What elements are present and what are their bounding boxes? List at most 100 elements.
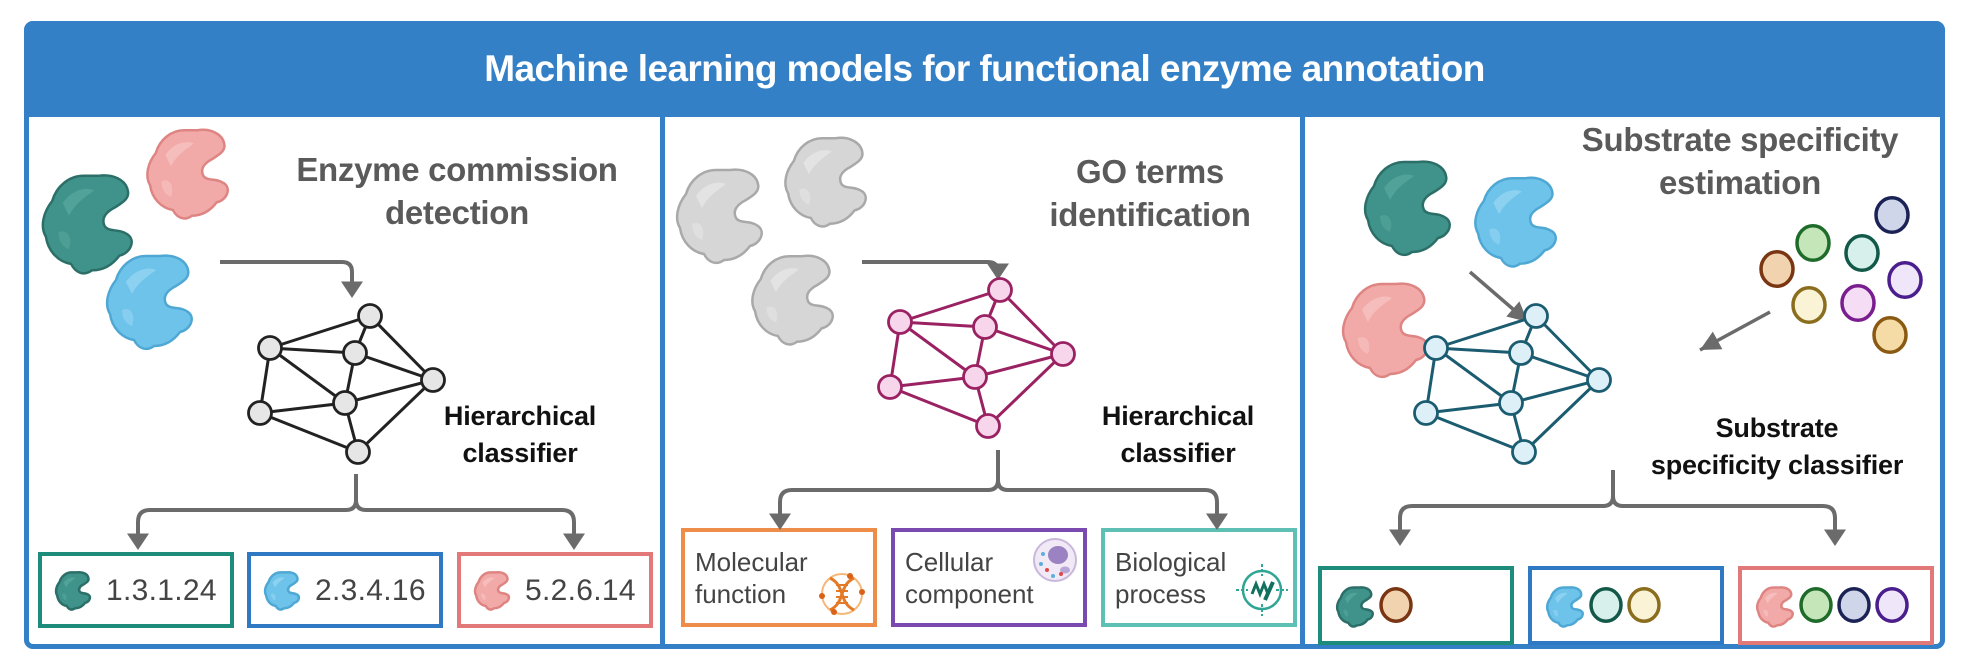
classifier-label-line: specificity classifier bbox=[1650, 450, 1904, 480]
enzyme-blue-icon bbox=[105, 254, 193, 351]
cell-dot bbox=[1051, 574, 1055, 578]
enzyme-highlight bbox=[1358, 336, 1370, 354]
substrate-olive-icon bbox=[1791, 285, 1827, 325]
input-arrow bbox=[862, 260, 1000, 273]
enzyme-body bbox=[105, 254, 193, 351]
go-output-box: Molecular function bbox=[681, 528, 877, 627]
dna-icon bbox=[819, 573, 865, 615]
enzyme-pink-icon bbox=[1341, 282, 1429, 379]
network-node bbox=[887, 309, 913, 335]
network-node bbox=[877, 374, 903, 400]
network-edge bbox=[1425, 401, 1512, 415]
network-edge bbox=[1435, 314, 1537, 350]
network-node bbox=[962, 364, 988, 390]
network-node bbox=[1508, 340, 1534, 366]
substrate-green-icon bbox=[1795, 223, 1831, 263]
network-graph-teal bbox=[1413, 303, 1612, 465]
cell-nucleus bbox=[1048, 546, 1068, 564]
enzyme-body bbox=[54, 570, 92, 611]
arrowhead-icon bbox=[1206, 513, 1228, 530]
panel-title: Substrate specificity estimation bbox=[1540, 118, 1940, 204]
network-node bbox=[1511, 439, 1537, 465]
enzyme-highlight bbox=[482, 577, 495, 588]
dna-strand bbox=[829, 576, 855, 612]
network-edge bbox=[1435, 346, 1522, 355]
arrowhead-icon bbox=[1506, 301, 1528, 322]
network-edge bbox=[354, 351, 434, 382]
enzyme-pink-icon bbox=[473, 570, 511, 611]
enzyme-pink-icon bbox=[146, 128, 229, 220]
ec-number: 2.3.4.16 bbox=[315, 574, 426, 607]
network-edge bbox=[986, 352, 1065, 428]
ec-number: 1.3.1.24 bbox=[106, 574, 217, 607]
enzyme-body bbox=[263, 570, 301, 611]
network-edge bbox=[984, 325, 1064, 356]
cell-dot bbox=[1059, 572, 1063, 576]
enzyme-teal-icon bbox=[1363, 160, 1451, 257]
enzyme-highlight bbox=[1343, 609, 1349, 617]
network-edge bbox=[899, 320, 986, 329]
enzyme-pink-icon bbox=[1755, 586, 1794, 628]
network-node bbox=[987, 277, 1013, 303]
network-edge bbox=[1425, 411, 1525, 454]
substrate-magenta-icon bbox=[1840, 283, 1876, 323]
enzyme-highlight bbox=[62, 593, 67, 601]
enzyme-body bbox=[784, 136, 867, 228]
dna-dot bbox=[859, 589, 865, 595]
go-label-line: process bbox=[1115, 579, 1207, 609]
enzyme-highlight bbox=[122, 308, 134, 326]
enzyme-body bbox=[1341, 282, 1429, 379]
enzyme-body bbox=[1755, 586, 1794, 628]
substrate-green-icon bbox=[1799, 587, 1833, 623]
enzyme-highlight bbox=[1489, 228, 1501, 245]
enzyme-gray-icon bbox=[675, 168, 763, 265]
go-category-label: Biological process bbox=[1115, 546, 1226, 610]
substrate-purple-icon bbox=[1875, 587, 1909, 623]
substrate-olive-icon bbox=[1627, 587, 1661, 623]
classifier-label: Hierarchical classifier bbox=[420, 398, 620, 472]
substrate-gold-icon bbox=[1872, 315, 1908, 355]
go-category-label: Molecular function bbox=[695, 546, 808, 610]
network-node bbox=[345, 439, 371, 465]
enzyme-highlight bbox=[165, 142, 194, 167]
substrate-brown-icon bbox=[1379, 587, 1413, 623]
classifier-label-line: classifier bbox=[1120, 438, 1236, 468]
enzyme-blue-icon bbox=[1545, 586, 1584, 628]
network-edge bbox=[889, 385, 989, 428]
classifier-label: Substrate specificity classifier bbox=[1622, 410, 1932, 484]
enzyme-highlight bbox=[1763, 609, 1769, 617]
substrate-mint-icon bbox=[1844, 233, 1880, 273]
enzyme-body bbox=[146, 128, 229, 220]
network-edge bbox=[259, 401, 346, 415]
enzyme-body bbox=[751, 254, 834, 346]
panel-title: Enzyme commission detection bbox=[262, 148, 652, 234]
cell-organelle bbox=[1060, 566, 1070, 574]
enzyme-body bbox=[41, 174, 133, 275]
panel-title-line: GO terms bbox=[1076, 153, 1224, 190]
enzyme-highlight bbox=[1553, 609, 1559, 617]
enzyme-highlight bbox=[766, 306, 778, 323]
network-edge bbox=[974, 352, 1064, 379]
network-edge bbox=[1522, 378, 1601, 454]
network-node bbox=[1523, 303, 1549, 329]
enzyme-body bbox=[1545, 586, 1584, 628]
input-arrow bbox=[220, 260, 354, 282]
panel-title-line: identification bbox=[1049, 196, 1251, 233]
enzyme-highlight bbox=[1384, 174, 1414, 200]
substrate-brown-icon bbox=[1759, 249, 1795, 289]
network-edge bbox=[356, 378, 435, 454]
network-node bbox=[257, 335, 283, 361]
network-node bbox=[247, 400, 273, 426]
enzyme-highlight bbox=[696, 182, 726, 208]
enzyme-highlight bbox=[481, 593, 486, 601]
classifier-label-line: Substrate bbox=[1715, 413, 1839, 443]
enzyme-highlight bbox=[126, 268, 156, 294]
substrate-navy-icon bbox=[1837, 587, 1871, 623]
go-label-line: Molecular bbox=[695, 547, 808, 577]
enzyme-blue-icon bbox=[1474, 176, 1557, 268]
enzyme-highlight bbox=[1380, 214, 1392, 232]
network-edge bbox=[1520, 351, 1600, 382]
enzyme-body bbox=[1335, 586, 1374, 628]
arrowhead-icon bbox=[127, 533, 149, 550]
enzyme-body bbox=[675, 168, 763, 265]
